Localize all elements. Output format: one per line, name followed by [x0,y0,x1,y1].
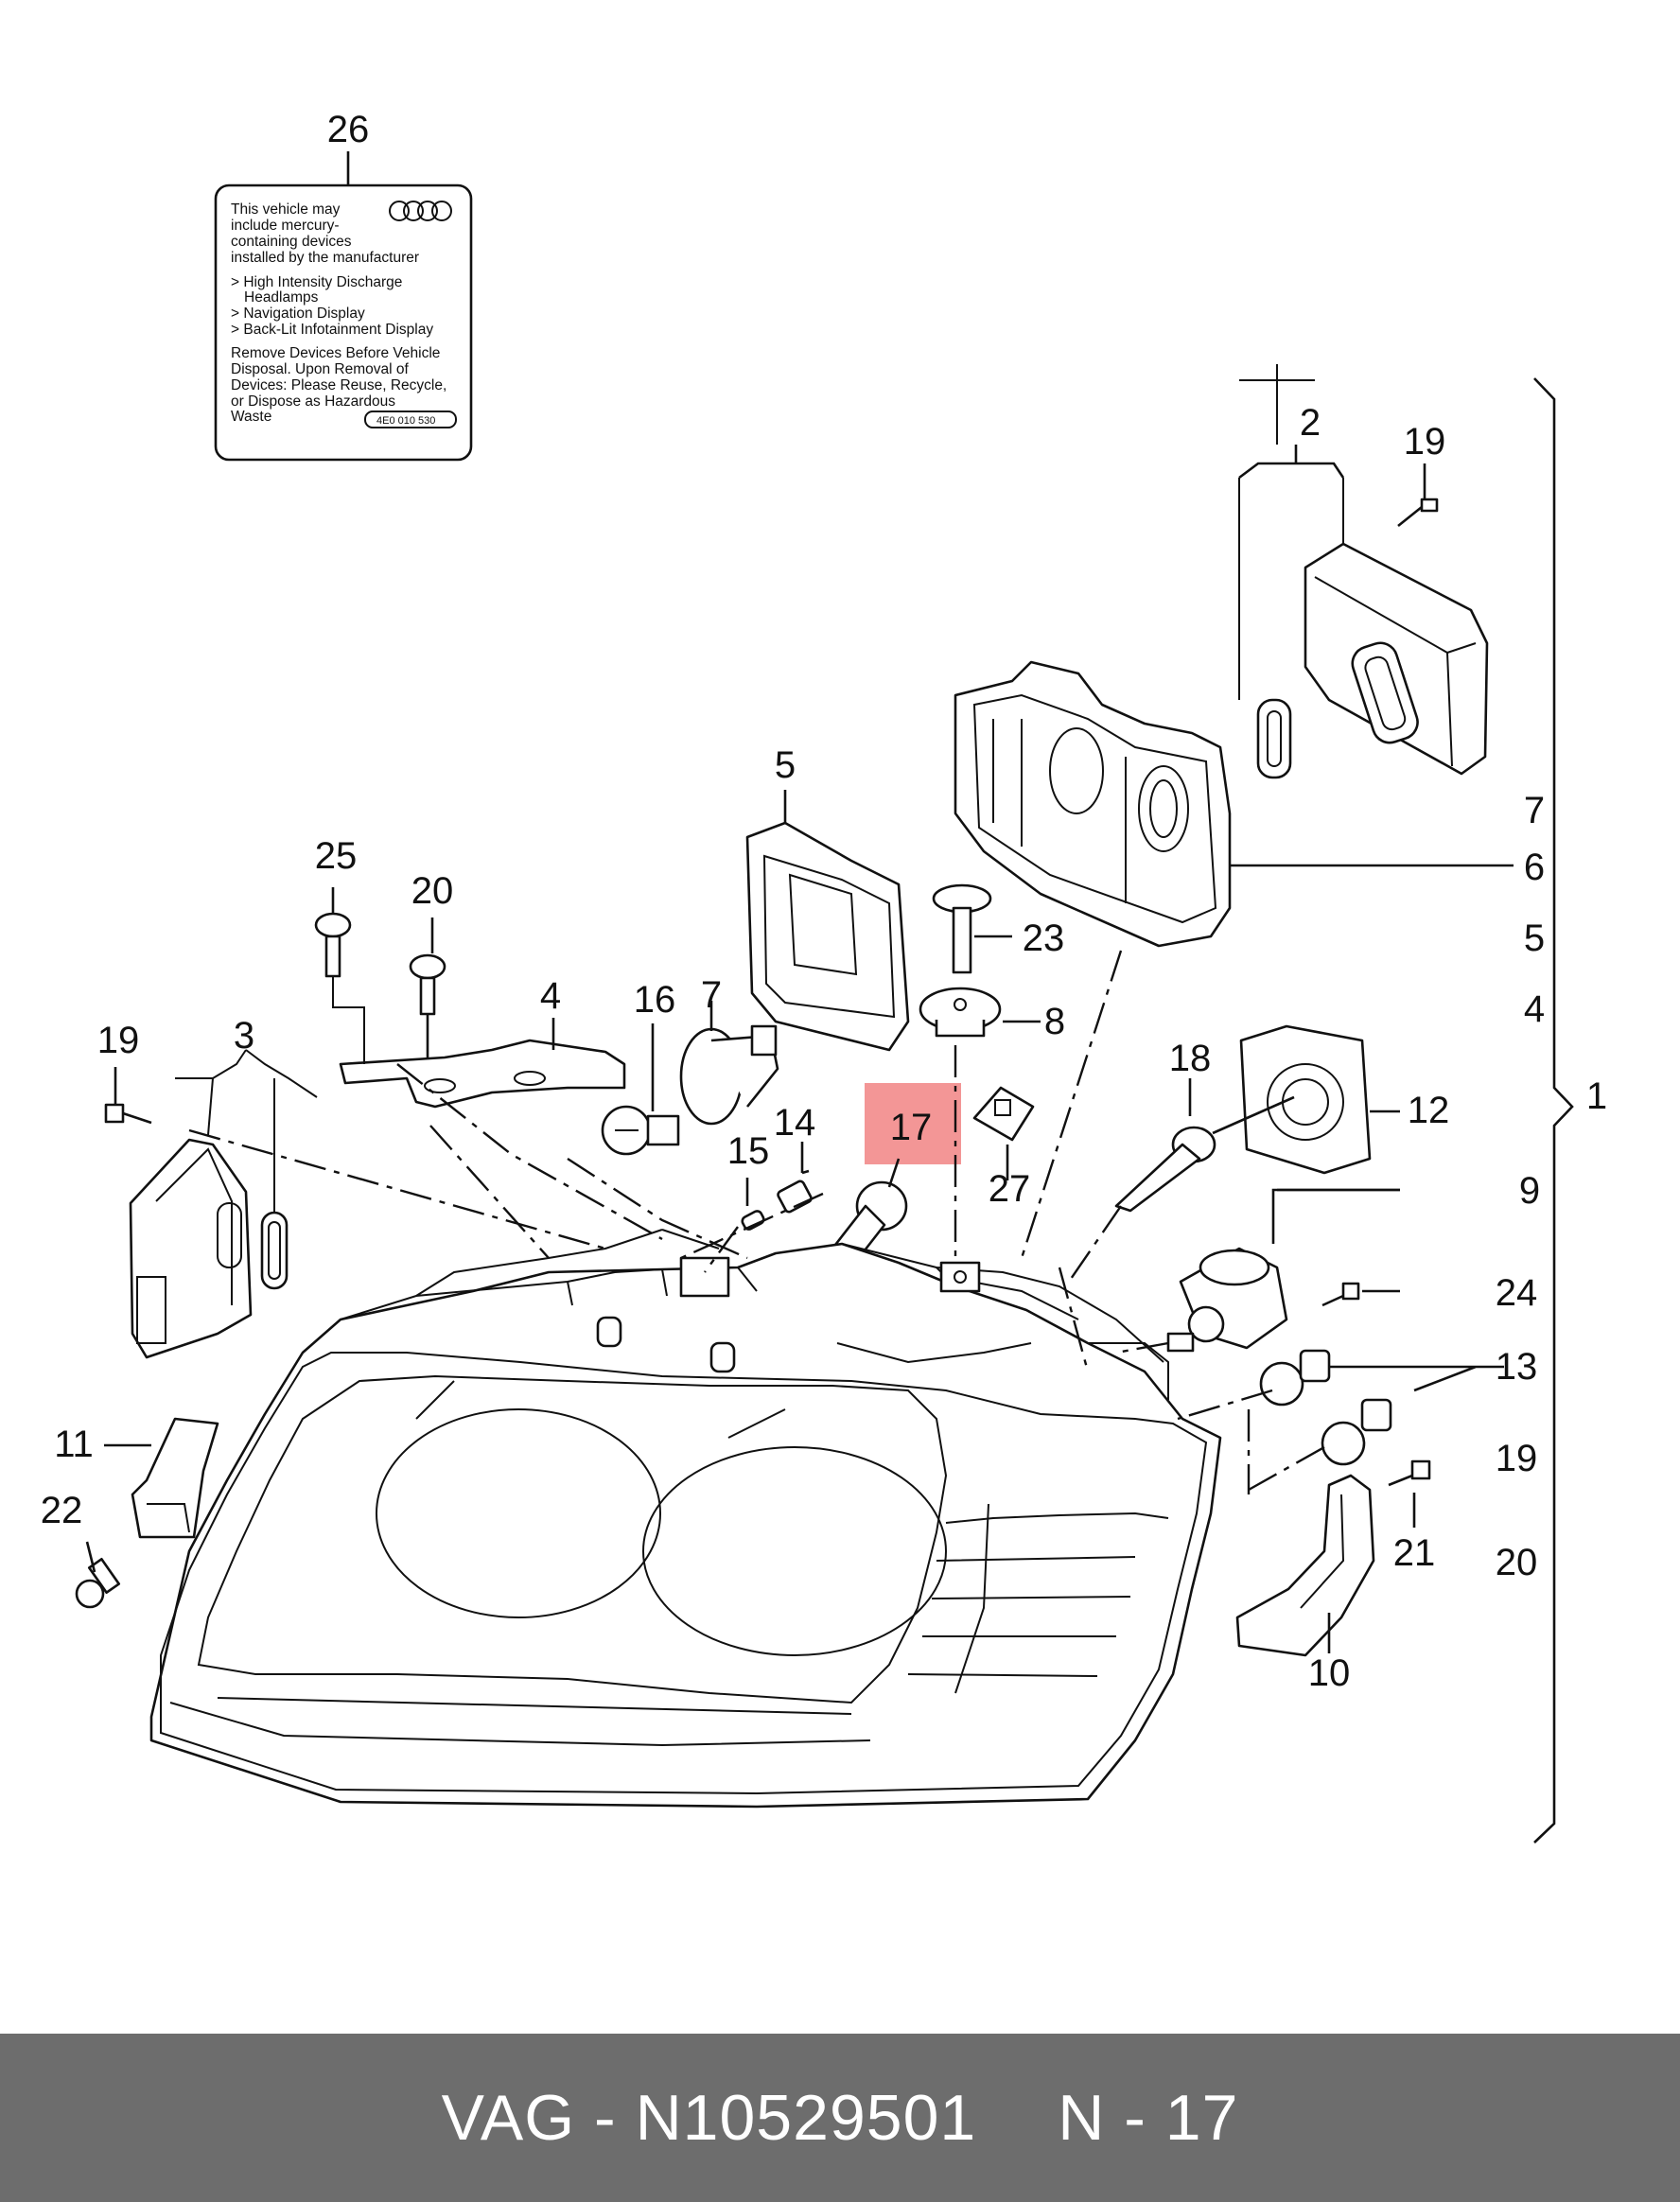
sticker-line-5: > High Intensity Discharge [231,274,402,290]
bulb-13-upper [1259,1349,1331,1407]
headlamp-housing [149,1229,1222,1809]
callout-23: 23 [1023,918,1065,959]
callout-24: 24 [1496,1272,1538,1314]
bracket-10 [1235,1474,1375,1657]
sticker-line-2: include mercury- [231,218,340,234]
callout-22: 22 [41,1490,83,1531]
assembly-bracket [1533,377,1574,1844]
sticker-line-1: This vehicle may [231,201,341,218]
callout-2: 2 [1300,402,1321,444]
callout-7-right: 7 [1524,790,1545,831]
callout-10: 10 [1308,1652,1351,1694]
screw-19-left [104,1103,152,1125]
screw-22 [75,1558,121,1609]
housing-flange [679,1256,730,1298]
callout-11: 11 [54,1424,94,1465]
callout-12: 12 [1408,1090,1450,1131]
parts-diagram: This vehicle may include mercury- contai… [41,109,1607,1844]
motor-9 [1166,1247,1288,1353]
cover-5 [745,821,910,1052]
bracket-4 [339,1039,626,1109]
sticker-line-10: Disposal. Upon Removal of [231,361,410,377]
callout-7: 7 [701,974,722,1016]
callout-16: 16 [634,979,676,1021]
screw-21 [1388,1459,1431,1487]
ballast-control-unit [1304,542,1489,776]
sticker-line-3: containing devices [231,234,352,250]
callout-26: 26 [327,109,370,150]
callout-21: 21 [1393,1532,1436,1574]
callout-20-left: 20 [411,870,454,912]
mercury-warning-label: This vehicle may include mercury- contai… [214,184,473,462]
gasket-ring [1256,698,1292,779]
callout-4: 4 [540,975,561,1017]
clip-11 [131,1417,219,1539]
sticker-line-7: > Navigation Display [231,306,365,322]
sticker-line-11: Devices: Please Reuse, Recycle, [231,377,446,393]
cap-8 [919,987,1002,1038]
sticker-line-4: installed by the manufacturer [231,250,419,266]
ballast-3 [129,1138,253,1359]
bulb-18 [1114,1095,1295,1213]
callout-19-top: 19 [1404,421,1446,463]
callout-15: 15 [727,1130,770,1172]
sticker-line-8: > Back-Lit Infotainment Display [231,322,433,338]
sticker-line-9: Remove Devices Before Vehicle [231,345,440,361]
part-number-footer: VAG - N10529501 N - 17 [0,2034,1680,2202]
callout-14: 14 [774,1102,816,1144]
four-rings-logo [389,201,452,221]
part-number-caption: VAG - N10529501 N - 17 [442,2081,1239,2155]
sticker-code: 4E0 010 530 [376,415,435,427]
callout-19-left: 19 [97,1020,140,1061]
highlight-17 [865,1083,961,1164]
socket-b [709,1341,736,1373]
housing-cover-6 [954,660,1232,948]
callout-5: 5 [775,744,796,786]
module-12 [1239,1024,1372,1175]
screw-20 [409,953,446,1016]
bulb-15 [741,1210,765,1231]
bulb-13-lower [1321,1398,1392,1466]
callout-4-right: 4 [1524,988,1545,1030]
clip-27 [972,1086,1035,1142]
callout-25: 25 [315,835,358,877]
part-number-label: VAG - N10529501 [441,2082,977,2154]
callout-18: 18 [1169,1038,1212,1079]
callout-19-right: 19 [1496,1438,1538,1479]
callout-13: 13 [1496,1346,1538,1388]
callout-20-right: 20 [1496,1542,1538,1583]
housing-tab [939,1261,981,1293]
callout-5-right: 5 [1524,918,1545,959]
sticker-line-12: or Dispose as Hazardous [231,393,395,410]
screw-24 [1321,1282,1360,1307]
position-label: N - 17 [1058,2082,1239,2154]
callout-1: 1 [1586,1075,1607,1117]
screw-23 [932,883,992,974]
socket-a [596,1316,622,1348]
callout-8: 8 [1044,1001,1065,1042]
callout-9: 9 [1519,1170,1540,1212]
sticker-line-13: Waste [231,409,271,425]
callout-6: 6 [1524,847,1545,888]
callout-3: 3 [234,1015,254,1057]
gasket-3 [260,1211,289,1290]
sticker-line-6: Headlamps [244,289,319,306]
bulb-16 [601,1105,680,1156]
callout-27: 27 [989,1168,1031,1210]
callout-17: 17 [890,1107,933,1148]
bulb-holder-7 [679,1024,779,1126]
screw-25 [314,912,352,978]
screw-19-top [1397,498,1439,528]
